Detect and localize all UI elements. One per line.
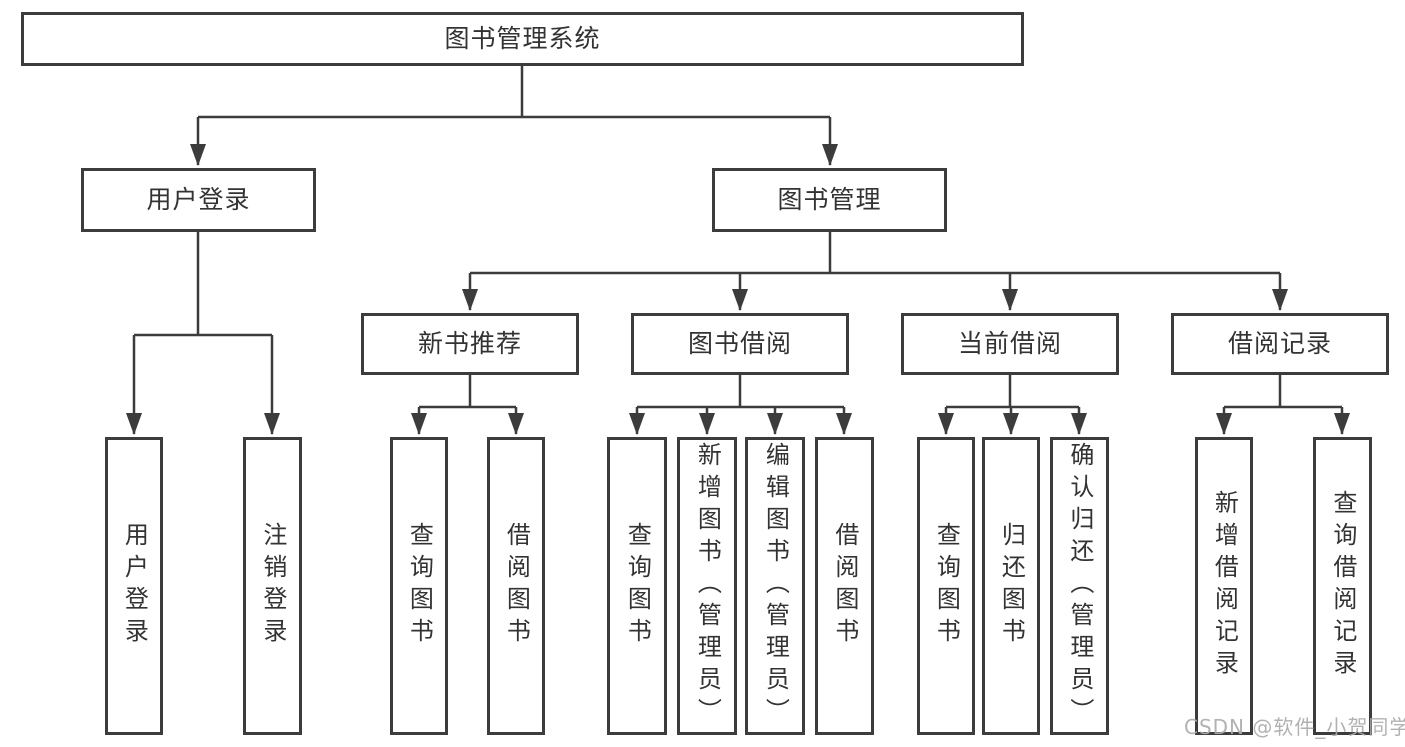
- connector-user-login-children: [126, 232, 280, 435]
- node-leaf-bb-query-book: 查询图书: [607, 437, 667, 735]
- connector-book-borrow-children: [629, 375, 852, 435]
- node-book-mgmt-branch: 图书管理: [712, 168, 947, 232]
- node-leaf-nbr-query-book: 查询图书: [390, 437, 448, 735]
- node-leaf-cb-confirm-return: 确认归还（管理员）: [1050, 437, 1109, 735]
- connector-new-book-rec-children: [411, 375, 524, 435]
- connector-book-mgmt-to-level3: [462, 232, 1288, 311]
- node-leaf-cb-query-book: 查询图书: [917, 437, 975, 735]
- node-leaf-bb-edit-book: 编辑图书（管理员）: [745, 437, 805, 735]
- node-leaf-nbr-borrow-book: 借阅图书: [487, 437, 545, 735]
- connector-current-borrow-children: [938, 375, 1087, 435]
- connector-borrow-record-children: [1216, 375, 1350, 435]
- node-book-borrow: 图书借阅: [631, 313, 849, 375]
- node-leaf-user-login: 用户登录: [105, 437, 163, 735]
- node-leaf-br-query-record: 查询借阅记录: [1313, 437, 1372, 735]
- node-system-root: 图书管理系统: [21, 12, 1024, 66]
- node-current-borrow: 当前借阅: [901, 313, 1119, 375]
- connector-root-to-level2: [190, 66, 838, 166]
- node-leaf-bb-borrow-book: 借阅图书: [815, 437, 874, 735]
- node-borrow-record: 借阅记录: [1171, 313, 1389, 375]
- node-leaf-bb-add-book: 新增图书（管理员）: [677, 437, 737, 735]
- node-leaf-logout: 注销登录: [243, 437, 302, 735]
- node-new-book-rec: 新书推荐: [361, 313, 579, 375]
- csdn-watermark: CSDN @软件_小贺同学: [1184, 715, 1405, 739]
- node-leaf-br-add-record: 新增借阅记录: [1195, 437, 1253, 735]
- node-user-login-branch: 用户登录: [81, 168, 316, 232]
- node-leaf-cb-return-book: 归还图书: [982, 437, 1040, 735]
